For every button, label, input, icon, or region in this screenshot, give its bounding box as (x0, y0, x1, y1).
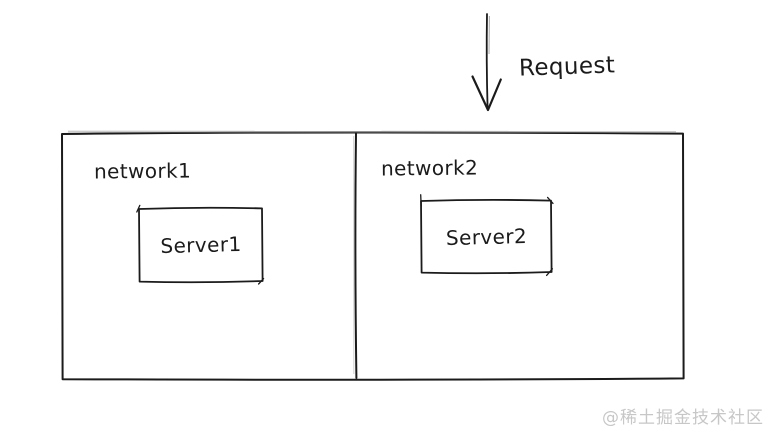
down-arrow-icon (471, 13, 502, 112)
network1-label: network1 (93, 158, 192, 184)
server2-label: Server2 (445, 223, 528, 250)
server1-box (136, 204, 265, 285)
request-label: Request (518, 52, 616, 82)
network2-label: network2 (380, 155, 479, 181)
watermark-text: @稀土掘金技术社区 (602, 408, 764, 428)
networks-outer-box (61, 130, 685, 381)
network-divider-line (353, 132, 358, 379)
server2-box (420, 194, 554, 277)
server1-label: Server1 (160, 231, 242, 259)
